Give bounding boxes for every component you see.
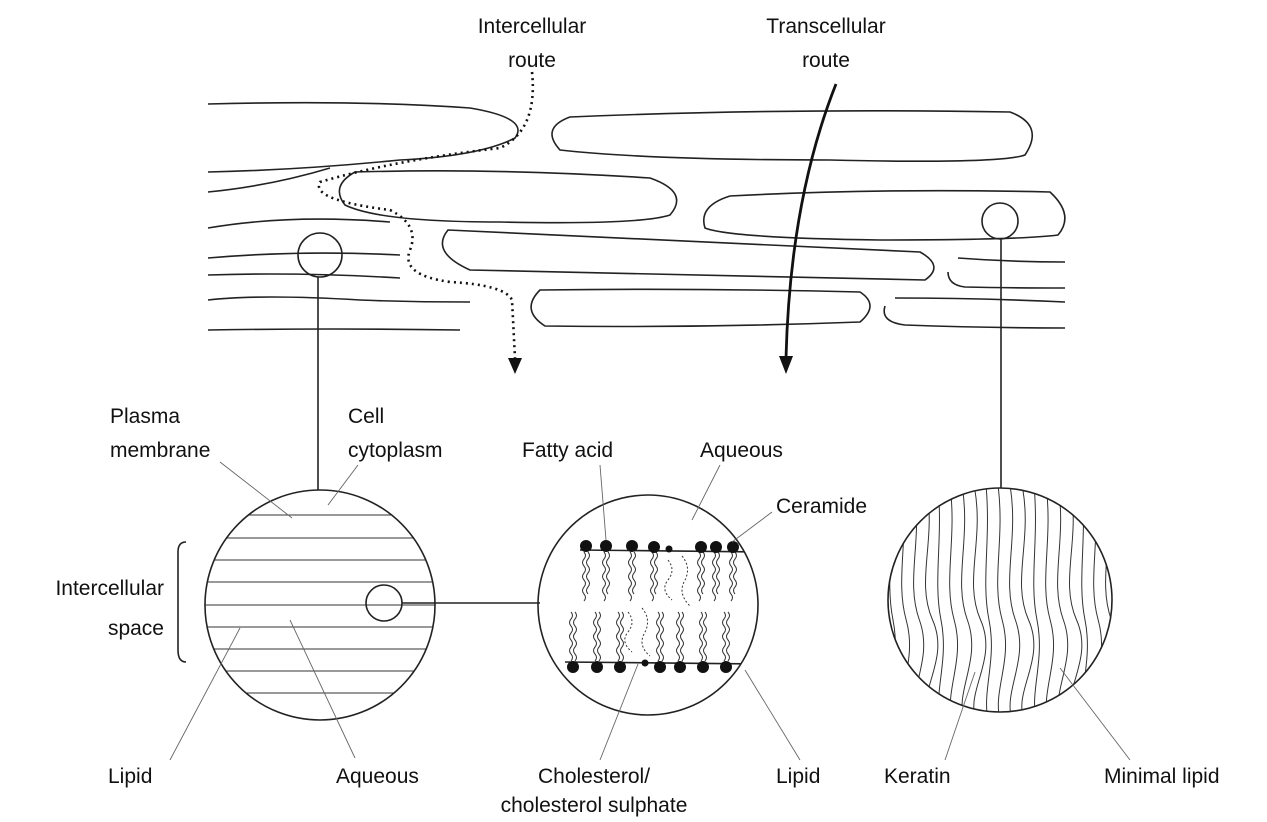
- intercellular-route-label-1: Intercellular: [478, 15, 587, 38]
- keratin-fibre: [1106, 485, 1116, 720]
- keratin-fibre: [1082, 485, 1088, 720]
- keratin-fibre: [1021, 485, 1033, 720]
- lipid-tail: [633, 552, 636, 594]
- keratin-fibre: [998, 485, 1006, 720]
- transcellular-route-arrow: [779, 84, 836, 374]
- cholesterol-head: [666, 546, 673, 553]
- lipid-tail: [574, 612, 577, 661]
- keratin-fibre: [902, 485, 910, 720]
- keratin-label: Keratin: [884, 765, 951, 788]
- lipid-head: [626, 540, 638, 552]
- keratin-fibre: [973, 485, 985, 720]
- intercellular-space-label-2: space: [108, 617, 164, 640]
- plasma-membrane-label-1: Plasma: [110, 405, 180, 428]
- lipid-mid-label: Lipid: [776, 765, 820, 788]
- lipid-head: [654, 661, 666, 673]
- cholesterol-label-2: cholesterol sulphate: [501, 794, 688, 817]
- lipid-head: [710, 541, 722, 553]
- lipid-tail: [681, 612, 684, 661]
- fatty-acid-label: Fatty acid: [522, 439, 613, 462]
- lipid-head: [648, 541, 660, 553]
- keratin-circle: [888, 485, 1130, 720]
- cholesterol-label-1: Cholesterol/: [538, 765, 650, 788]
- minimal-lipid-label: Minimal lipid: [1104, 765, 1220, 788]
- keratin-fibre: [1010, 485, 1020, 720]
- lipid-tail: [698, 552, 701, 601]
- keratin-fibre: [1117, 485, 1129, 720]
- lipid-tail: [730, 552, 733, 601]
- keratin-fibre: [986, 485, 992, 720]
- keratin-fibre: [950, 485, 958, 720]
- lipid-head: [720, 661, 732, 673]
- lipid-tail: [629, 552, 632, 601]
- lipid-tail: [717, 552, 720, 594]
- lipid-tail: [713, 552, 716, 601]
- transcellular-route-label-1: Transcellular: [766, 15, 885, 38]
- plasma-membrane-label-2: membrane: [110, 439, 210, 462]
- aqueous-mid-label: Aqueous: [700, 439, 783, 462]
- lipid-tail: [594, 612, 597, 661]
- keratin-fibre: [938, 485, 944, 720]
- transcellular-route-label-2: route: [802, 49, 850, 72]
- intercellular-lamellae-circle: [200, 490, 540, 720]
- intercellular-space-label-1: Intercellular: [55, 577, 164, 600]
- lipid-tail: [621, 612, 624, 661]
- lipid-head: [567, 661, 579, 673]
- keratin-fibre: [890, 485, 896, 720]
- cell-cytoplasm-label-1: Cell: [348, 405, 384, 428]
- lipid-tail: [655, 552, 658, 594]
- lipid-head: [697, 661, 709, 673]
- keratin-fibre: [1046, 485, 1054, 720]
- aqueous-left-label: Aqueous: [336, 765, 419, 788]
- lipid-tail: [583, 552, 586, 601]
- lipid-tail: [677, 612, 680, 661]
- stratum-corneum: [208, 103, 1065, 330]
- keratin-fibre: [1069, 485, 1081, 720]
- lipid-tail: [587, 552, 590, 594]
- lipid-tail: [700, 612, 703, 661]
- lipid-head: [614, 661, 626, 673]
- lipid-head: [727, 541, 739, 553]
- intercellular-route-label-2: route: [508, 49, 556, 72]
- lipid-tail: [570, 612, 573, 661]
- lipid-tail: [734, 552, 737, 594]
- zoom-marker-left: [298, 233, 342, 277]
- keratin-fibre: [1034, 485, 1040, 720]
- lipid-head: [600, 540, 612, 552]
- labels: Intercellular route Transcellular route …: [55, 15, 1219, 817]
- lipid-tail: [607, 552, 610, 594]
- lipid-tail: [603, 552, 606, 601]
- lipid-head: [580, 540, 592, 552]
- keratin-fibre: [1094, 485, 1102, 720]
- lipid-tail: [651, 552, 654, 601]
- lipid-head: [695, 541, 707, 553]
- lipid-tail: [617, 612, 620, 661]
- lipid-tail: [661, 612, 664, 661]
- lipid-tail: [702, 552, 705, 594]
- zoom-marker-right: [982, 203, 1018, 239]
- cell-cytoplasm-label-2: cytoplasm: [348, 439, 443, 462]
- lipid-tail: [727, 612, 730, 661]
- keratin-fibre: [1058, 485, 1068, 720]
- lipid-tail: [598, 612, 601, 661]
- lipid-bilayer-circle: [538, 495, 760, 715]
- lipid-tail: [704, 612, 707, 661]
- lipid-tail: [723, 612, 726, 661]
- lipid-left-label: Lipid: [108, 765, 152, 788]
- lipid-head: [674, 661, 686, 673]
- intercellular-space-bracket: [178, 542, 186, 662]
- cholesterol-head: [642, 660, 649, 667]
- lipid-head: [591, 661, 603, 673]
- ceramide-label: Ceramide: [776, 495, 867, 518]
- lipid-tail: [657, 612, 660, 661]
